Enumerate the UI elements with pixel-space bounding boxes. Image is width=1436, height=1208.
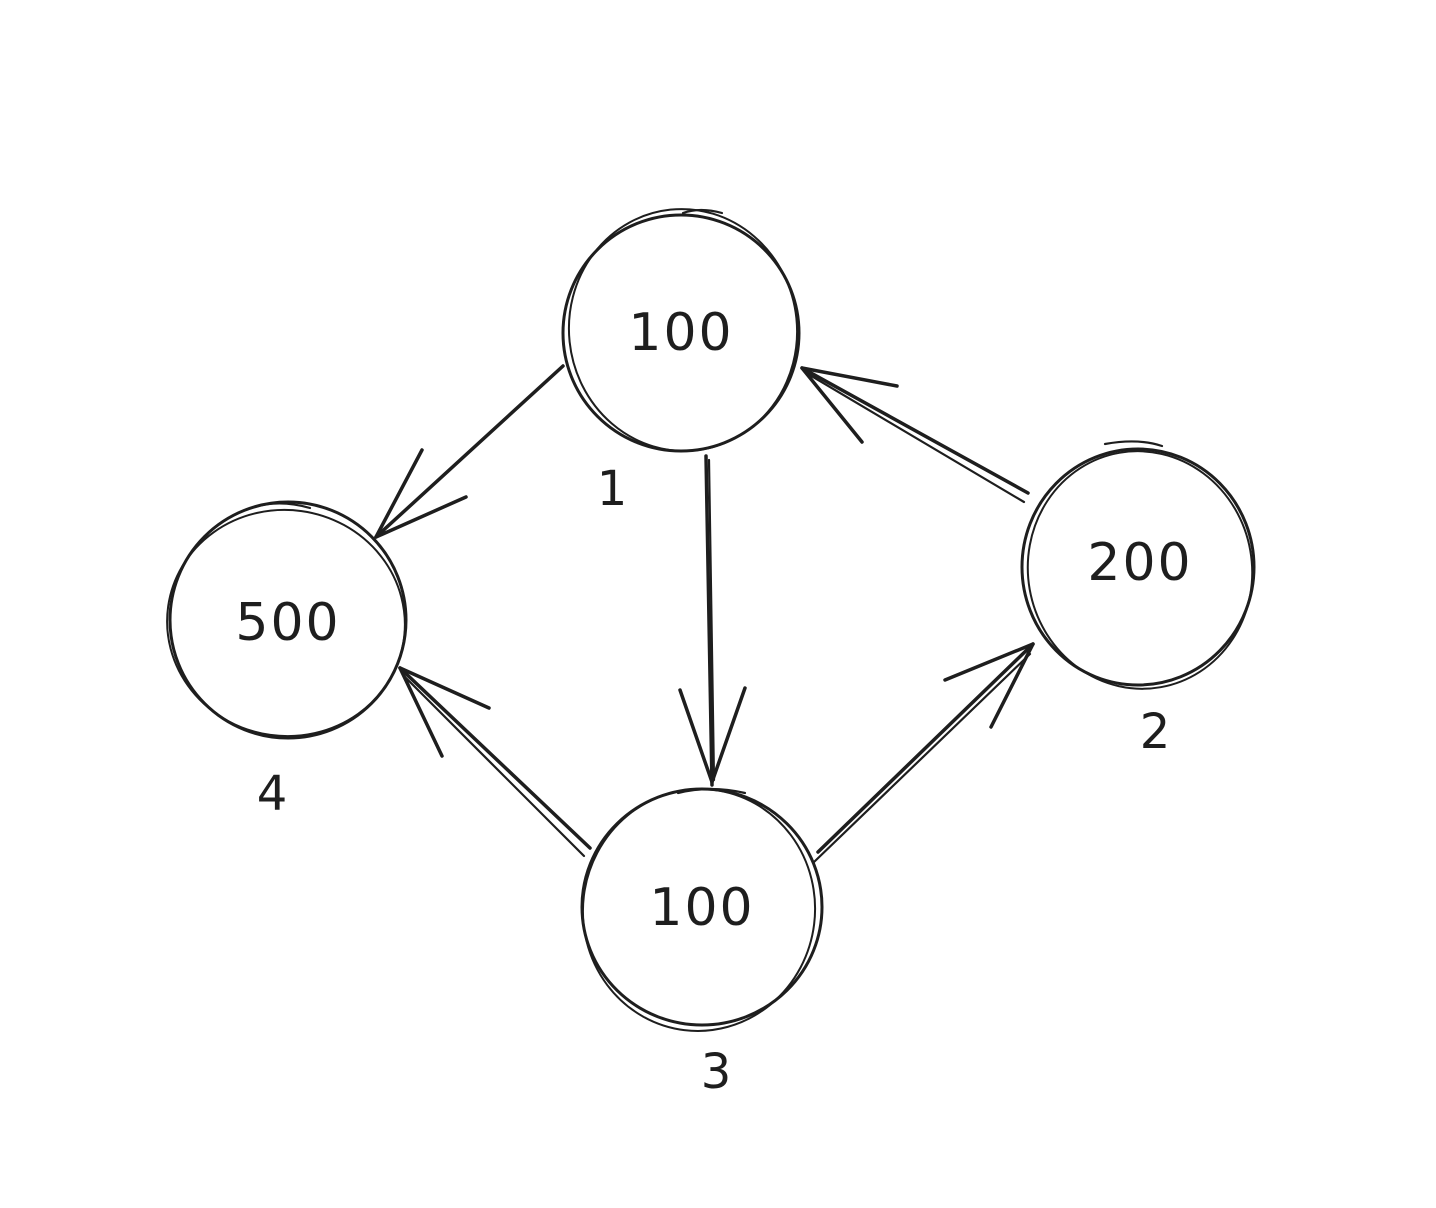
edge-2-to-1[interactable] (800, 366, 1030, 504)
node-4-id-label: 4 (257, 766, 288, 822)
edge-1-to-3[interactable] (678, 454, 747, 787)
node-4-value: 500 (235, 593, 340, 653)
node-3[interactable]: 100 3 (569, 776, 829, 1100)
node-1-id-label: 1 (597, 461, 628, 517)
node-3-id-label: 3 (701, 1044, 732, 1100)
edge-1-to-4[interactable] (374, 364, 565, 539)
node-2[interactable]: 200 2 (1009, 433, 1271, 760)
edge-3-to-2[interactable] (812, 642, 1035, 864)
node-1-value: 100 (628, 303, 733, 363)
node-3-value: 100 (649, 878, 754, 938)
node-4[interactable]: 500 4 (152, 495, 419, 822)
node-2-value: 200 (1087, 533, 1192, 593)
node-1[interactable]: 100 1 (557, 198, 809, 517)
edge-3-to-4[interactable] (398, 666, 592, 858)
node-2-id-label: 2 (1140, 704, 1171, 760)
